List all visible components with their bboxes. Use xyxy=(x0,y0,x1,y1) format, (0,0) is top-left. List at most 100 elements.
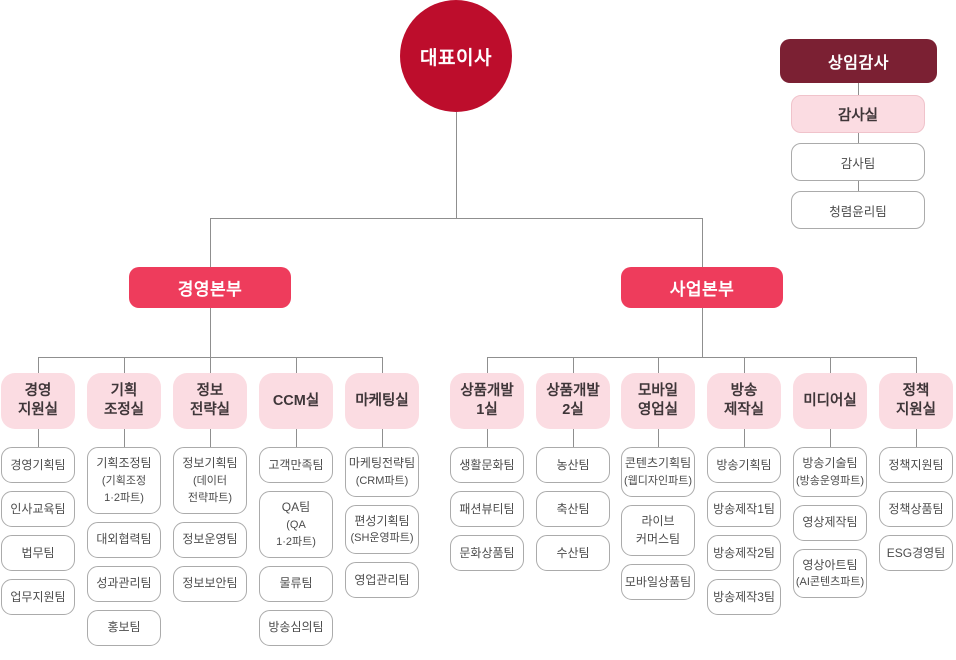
connector-line xyxy=(858,133,859,143)
team-label: 고객만족팀 xyxy=(268,457,324,472)
team-label: 영업관리팀 xyxy=(354,572,410,587)
office-label: 2실 xyxy=(562,402,584,418)
connector-line xyxy=(702,218,703,267)
team-label: 영상아트팀 xyxy=(802,557,858,572)
team-label: (QA xyxy=(286,518,306,531)
team-node: 정책지원팀 xyxy=(879,447,953,483)
connector-line xyxy=(916,357,917,373)
office-label: 정보 xyxy=(196,383,224,400)
team-node: 영상아트팀 (AI콘텐츠파트) xyxy=(793,548,867,599)
team-label: 정보기획팀 xyxy=(182,456,238,470)
connector-line xyxy=(37,429,39,447)
ceo-node: 대표이사 xyxy=(400,0,512,112)
office-label: 제작실 xyxy=(723,402,765,418)
team-label: 방송제작3팀 xyxy=(713,589,775,604)
team-label: 콘텐츠기획팀 xyxy=(624,456,692,470)
team-label: 패션뷰티팀 xyxy=(459,501,515,516)
team-node: 대외협력팀 xyxy=(87,521,161,558)
office-label: 상품개발 xyxy=(460,383,514,400)
team-label: 기획조정팀 xyxy=(96,456,152,470)
audit-team-label: 청렴윤리팀 xyxy=(829,204,887,219)
connector-line xyxy=(296,357,297,373)
team-label: 모바일상품팀 xyxy=(624,574,692,589)
team-label: (AI콘텐츠파트) xyxy=(795,576,865,589)
team-label: 방송기획팀 xyxy=(716,457,772,472)
connector-line xyxy=(829,429,831,447)
team-label: (방송운영파트) xyxy=(795,474,865,487)
office-node: 마케팅실 xyxy=(345,373,419,429)
team-label: 업무지원팀 xyxy=(10,589,66,604)
connector-line xyxy=(123,429,125,447)
team-list: 마케팅전략팀(CRM파트)편성기획팀(SH운영파트)영업관리팀 xyxy=(345,447,419,599)
team-node: 마케팅전략팀(CRM파트) xyxy=(345,447,419,497)
connector-line xyxy=(830,357,831,373)
team-label: 방송심의팀 xyxy=(268,620,324,635)
connector-line xyxy=(858,181,859,191)
team-label: 방송제작2팀 xyxy=(713,545,775,560)
office-node: CCM실 xyxy=(259,373,333,429)
team-label: 홍보팀 xyxy=(107,620,141,635)
team-label: QA팀 xyxy=(281,500,311,514)
connector-line xyxy=(210,357,211,373)
connector-line xyxy=(743,429,745,447)
connector-line xyxy=(210,308,211,357)
connector-line xyxy=(702,308,703,357)
team-node: 성과관리팀 xyxy=(87,565,161,602)
audit-team-node: 청렴윤리팀 xyxy=(791,191,925,229)
team-label: 경영기획팀 xyxy=(10,457,66,472)
audit-office-node: 감사실 xyxy=(791,95,925,133)
connector-line xyxy=(382,357,383,373)
team-label: 1·2파트) xyxy=(104,491,144,504)
team-node: 영상제작팀 xyxy=(793,504,867,541)
audit-head-node: 상임감사 xyxy=(780,39,937,83)
team-node: 패션뷰티팀 xyxy=(450,491,524,527)
office-label: 1실 xyxy=(476,402,498,418)
connector-line xyxy=(456,112,457,218)
team-label: 라이브 xyxy=(641,513,675,528)
team-label: 방송기술팀 xyxy=(802,456,858,470)
office-label: 기획 xyxy=(110,383,138,400)
team-node: 방송기술팀 (방송운영파트) xyxy=(793,447,867,497)
team-node: 방송제작3팀 xyxy=(707,579,781,615)
connector-line xyxy=(486,429,488,447)
team-node: 업무지원팀 xyxy=(1,579,75,615)
office-label: 마케팅실 xyxy=(355,392,409,409)
connector-line xyxy=(487,357,488,373)
office-label: 방송 xyxy=(730,383,758,400)
team-label: (기획조정 xyxy=(101,474,147,487)
team-label: 전략파트) xyxy=(187,491,233,504)
team-node: 정보보안팀 xyxy=(173,565,247,602)
office-label: 상품개발 xyxy=(546,383,600,400)
team-label: 문화상품팀 xyxy=(459,545,515,560)
office-label: 정책 xyxy=(902,383,930,400)
office-label: 미디어실 xyxy=(803,392,857,409)
connector-line xyxy=(658,357,659,373)
office-node: 상품개발 2실 xyxy=(536,373,610,429)
office-label: 경영 xyxy=(24,383,52,400)
team-label: 물류팀 xyxy=(279,576,313,591)
team-label: 정책상품팀 xyxy=(888,501,944,516)
office-label: 영업실 xyxy=(637,402,679,418)
team-node: 문화상품팀 xyxy=(450,535,524,571)
team-node: 고객만족팀 xyxy=(259,447,333,483)
division-node: 경영본부 xyxy=(129,267,291,308)
team-node: 홍보팀 xyxy=(87,609,161,646)
team-label: 정보보안팀 xyxy=(182,576,238,591)
office-label: 지원실 xyxy=(895,402,937,418)
audit-office-label: 감사실 xyxy=(837,107,879,124)
office-label: CCM실 xyxy=(272,392,320,409)
